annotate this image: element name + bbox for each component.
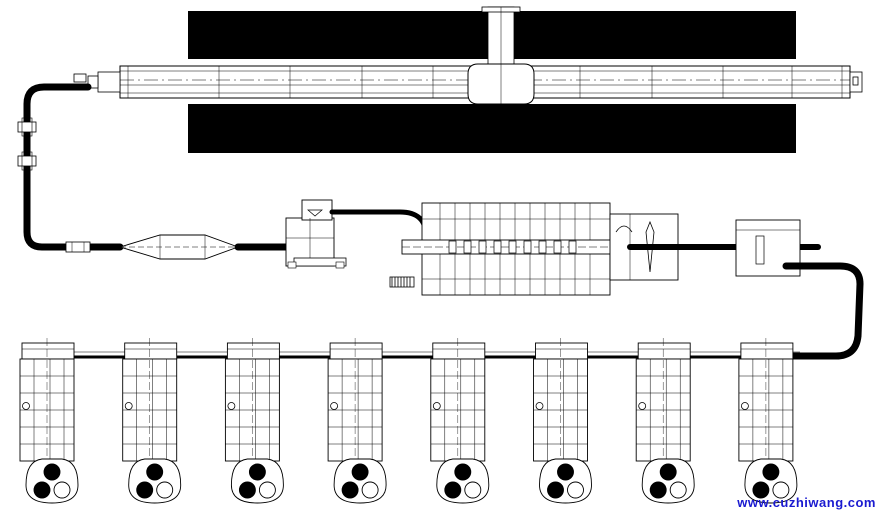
central-manifold bbox=[389, 202, 679, 296]
nozzle-filled-icon bbox=[762, 463, 780, 481]
hose-coupling bbox=[17, 121, 37, 133]
watermark-text[interactable]: www.cuzhiwang.com bbox=[737, 495, 876, 510]
nozzle-filled-icon bbox=[752, 481, 770, 499]
nozzle-filled-icon bbox=[146, 463, 164, 481]
valve-icon bbox=[330, 402, 339, 410]
filter-unit bbox=[430, 338, 490, 504]
nozzle-empty-icon bbox=[669, 481, 687, 499]
nozzle-filled-icon bbox=[351, 463, 369, 481]
nozzle-empty-icon bbox=[156, 481, 174, 499]
valve-icon bbox=[535, 402, 544, 410]
nozzle-filled-icon bbox=[454, 463, 472, 481]
right-hose-assembly bbox=[627, 219, 864, 360]
nozzle-filled-icon bbox=[547, 481, 564, 499]
nozzle-empty-icon bbox=[53, 481, 71, 499]
nozzle-empty-icon bbox=[464, 481, 482, 499]
nozzle-filled-icon bbox=[341, 481, 359, 499]
valve-icon bbox=[741, 402, 749, 410]
nozzle-filled-icon bbox=[557, 463, 574, 481]
nozzle-filled-icon bbox=[33, 481, 51, 499]
filter-unit bbox=[738, 338, 798, 504]
nozzle-filled-icon bbox=[659, 463, 677, 481]
filter-units bbox=[19, 338, 798, 504]
valve-icon bbox=[124, 402, 133, 410]
filter-unit bbox=[122, 338, 182, 504]
nozzle-filled-icon bbox=[649, 481, 667, 499]
gear-rack bbox=[389, 276, 415, 288]
nozzle-filled-icon bbox=[238, 481, 256, 499]
filter-unit bbox=[19, 338, 79, 504]
nozzle-filled-icon bbox=[444, 481, 462, 499]
pump-unit bbox=[285, 199, 429, 269]
filter-unit bbox=[635, 338, 695, 504]
nozzle-filled-icon bbox=[136, 481, 154, 499]
roller-left-end bbox=[97, 71, 121, 93]
filter-unit bbox=[533, 338, 592, 504]
valve-icon bbox=[227, 402, 236, 410]
left-hose-loop bbox=[17, 83, 290, 260]
valve-icon bbox=[22, 402, 30, 410]
valve-icon bbox=[638, 402, 647, 410]
nozzle-filled-icon bbox=[248, 463, 266, 481]
nozzle-empty-icon bbox=[772, 481, 790, 499]
filter-unit bbox=[224, 338, 284, 504]
nozzle-empty-icon bbox=[361, 481, 379, 499]
valve-icon bbox=[432, 402, 441, 410]
hose-coupling bbox=[17, 155, 37, 167]
filter-unit bbox=[327, 338, 387, 504]
top-drying-chamber bbox=[73, 6, 863, 153]
bottom-black-panel bbox=[188, 104, 796, 153]
nozzle-empty-icon bbox=[567, 481, 584, 499]
nozzle-empty-icon bbox=[258, 481, 276, 499]
nozzle-filled-icon bbox=[43, 463, 61, 481]
